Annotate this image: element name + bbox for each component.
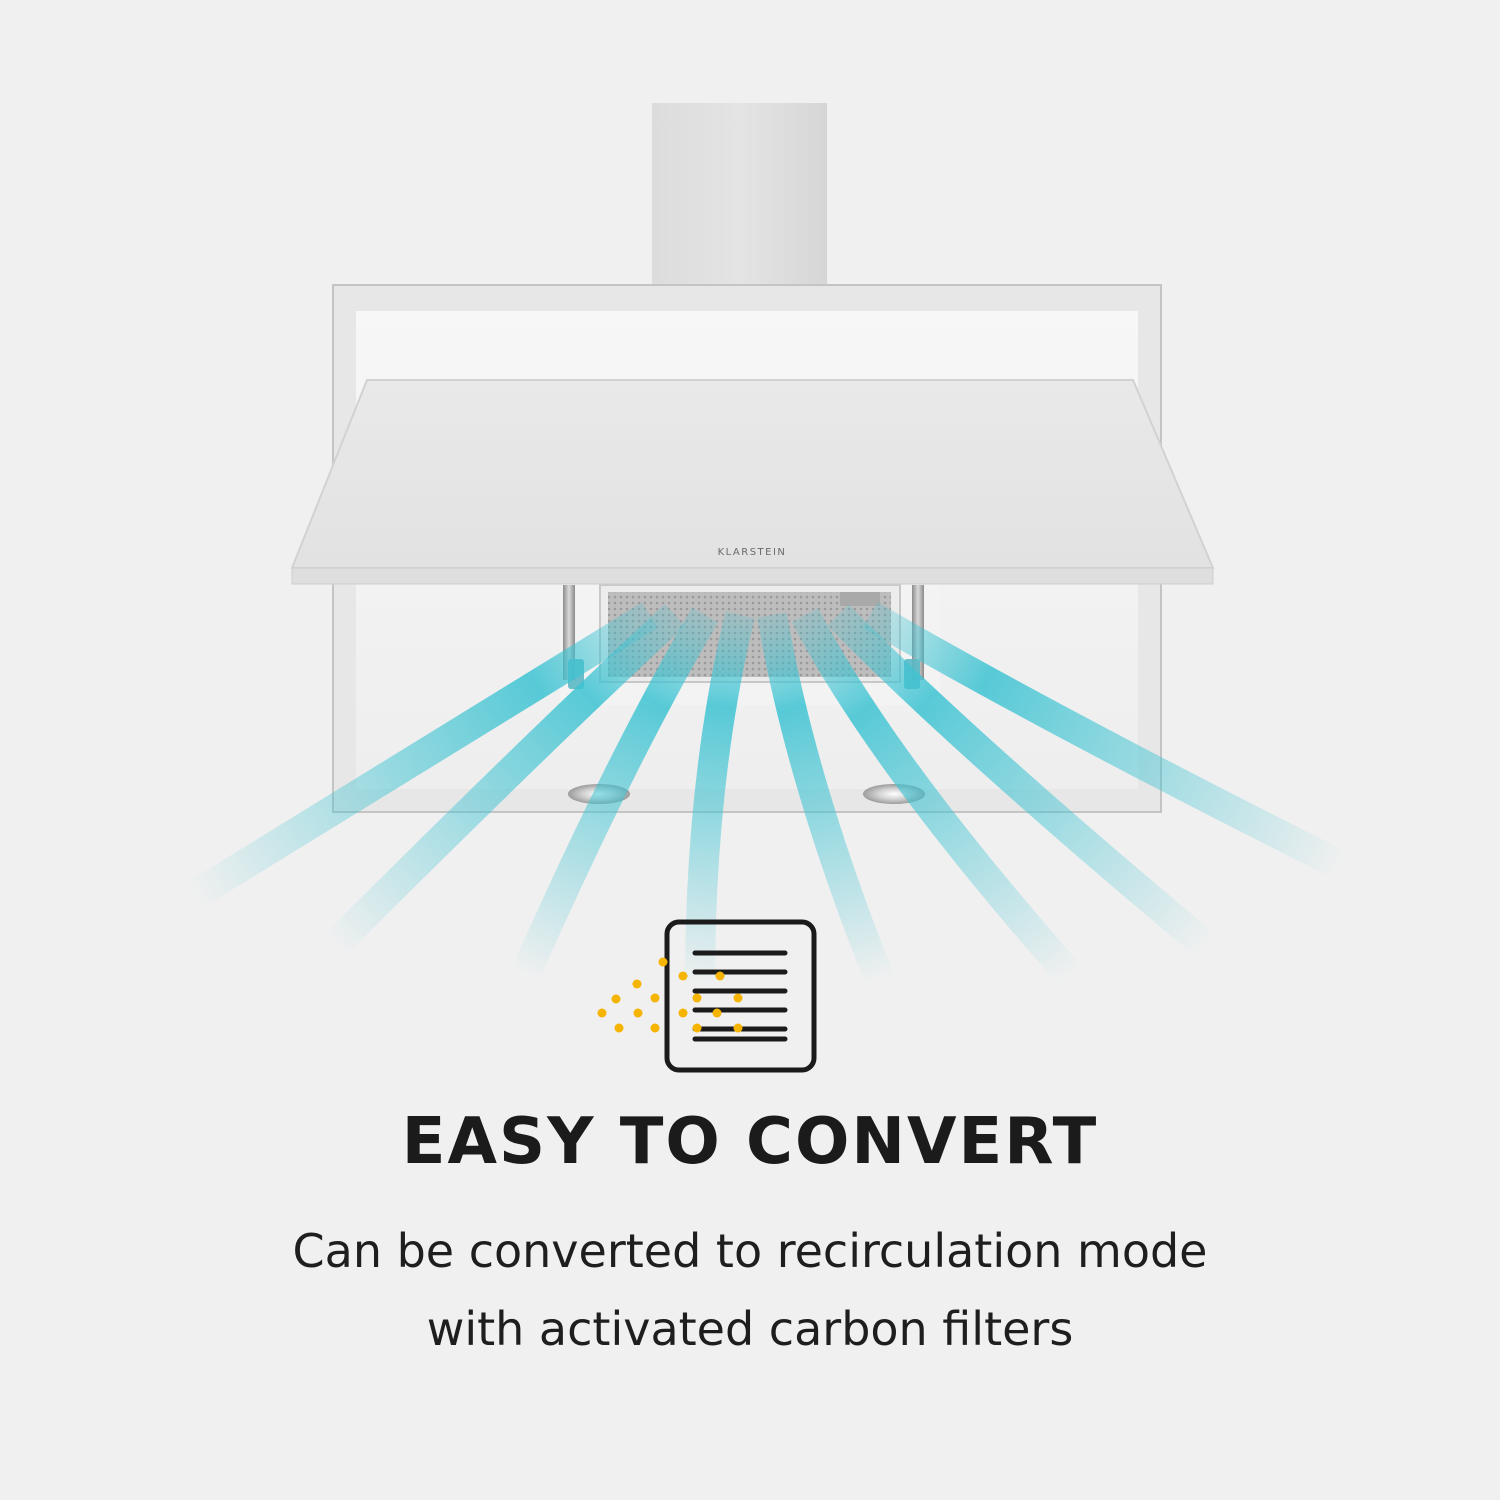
airflow-stream [685,611,755,986]
dust-particles [597,957,743,1033]
feature-description-line-2: with activated carbon filters [426,1302,1074,1356]
airflow-stream [862,602,1347,879]
brand-label: KLARSTEIN [718,547,787,558]
airflow-stream [324,603,686,956]
feature-title: EASY TO CONVERT [401,1105,1099,1179]
hood-canopy: KLARSTEIN [290,379,1215,585]
feature-description-line-1: Can be converted to recirculation mode [292,1224,1208,1278]
hood-chimney [652,103,827,311]
airflow-stream [511,607,718,982]
carbon-filter-icon [597,919,817,1073]
airflow-stream [757,612,894,986]
airflow-stream [187,602,658,908]
airflow-streams [187,602,1347,986]
airflow-stream [791,608,1082,985]
airflow-stream [827,604,1215,957]
